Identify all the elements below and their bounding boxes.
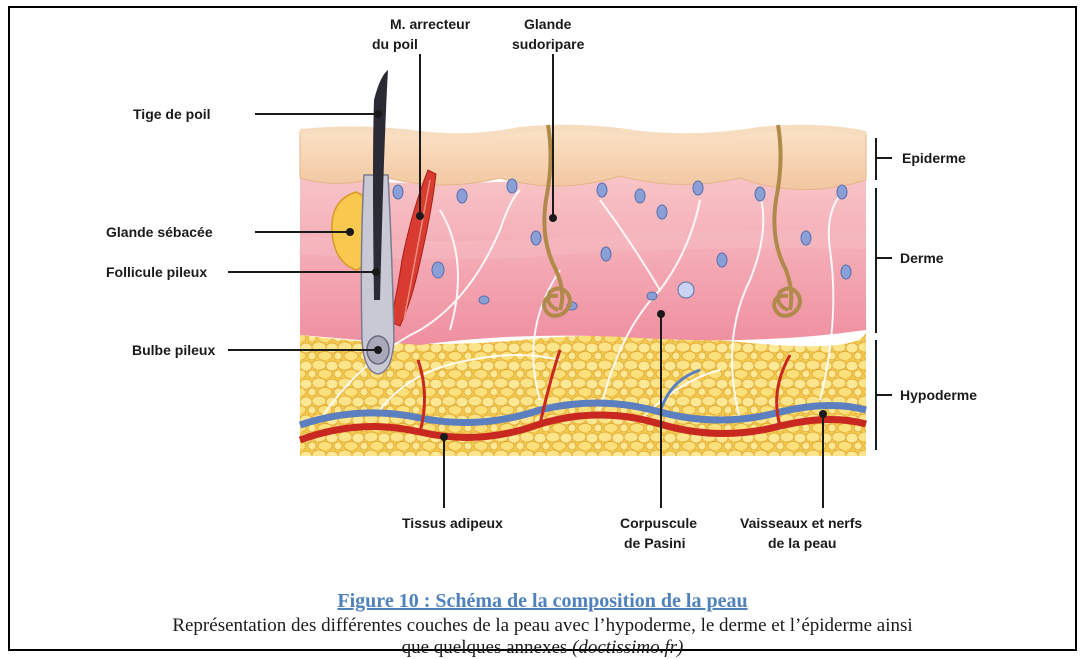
figure-title: Figure 10 : Schéma de la composition de …	[0, 590, 1085, 613]
label-tissus-adipeux: Tissus adipeux	[402, 515, 503, 531]
label-glande-sudoripare-line2: sudoripare	[512, 36, 585, 52]
description-line1: Représentation des différentes couches d…	[172, 615, 912, 636]
figure-description: Représentation des différentes couches d…	[20, 615, 1065, 659]
label-corpuscule-line2: de Pasini	[624, 535, 685, 551]
label-m-arrecteur-line2: du poil	[372, 36, 418, 52]
label-m-arrecteur-line1: M. arrecteur	[390, 16, 471, 32]
label-derme: Derme	[900, 250, 944, 266]
label-tige-de-poil: Tige de poil	[133, 106, 211, 122]
label-epiderme: Epiderme	[902, 150, 966, 166]
label-follicule-pileux: Follicule pileux	[106, 264, 207, 280]
label-bulbe-pileux: Bulbe pileux	[132, 342, 215, 358]
label-corpuscule-line1: Corpuscule	[620, 515, 697, 531]
label-hypoderme: Hypoderme	[900, 387, 977, 403]
label-glande-sudoripare-line1: Glande	[524, 16, 572, 32]
skin-diagram: Tige de poil Glande sébacée Follicule pi…	[0, 0, 1085, 590]
label-glande-sebacee: Glande sébacée	[106, 224, 213, 240]
label-vaisseaux-line2: de la peau	[768, 535, 836, 551]
label-vaisseaux-line1: Vaisseaux et nerfs	[740, 515, 862, 531]
